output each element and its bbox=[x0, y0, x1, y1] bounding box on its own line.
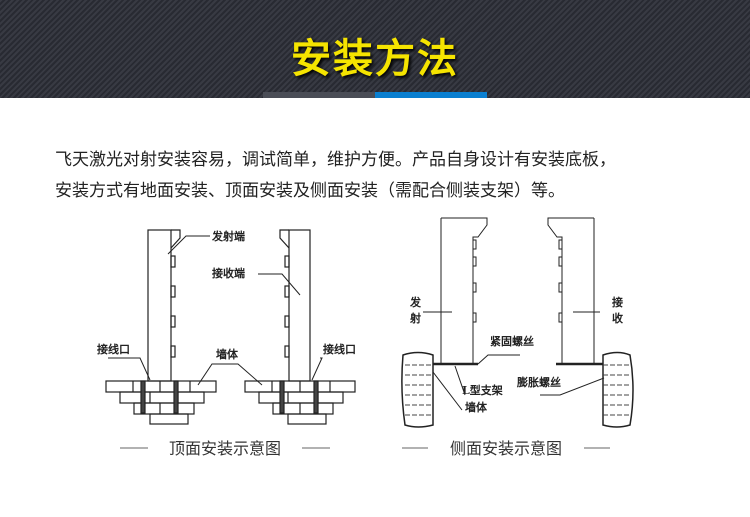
description-line-1: 飞天激光对射安装容易，调试简单，维护方便。产品自身设计有安装底板， bbox=[55, 150, 616, 170]
label-wall-side: 墙体 bbox=[465, 400, 488, 414]
label-receiver: 接收端 bbox=[212, 266, 245, 280]
label-anchor: 膨胀螺丝 bbox=[516, 375, 561, 389]
leader-lines-side bbox=[423, 311, 605, 411]
label-port-left: 接线口 bbox=[97, 342, 130, 356]
label-recv-1: 接 bbox=[612, 295, 623, 309]
emitter-unit bbox=[440, 217, 488, 364]
label-port-right: 接线口 bbox=[323, 342, 356, 356]
brick-base-left bbox=[105, 380, 217, 425]
description-line-2: 安装方式有地面安装、顶面安装及侧面安装（需配合侧装支架）等。 bbox=[55, 181, 565, 201]
caption-side-mount: 侧面安装示意图 bbox=[450, 439, 562, 458]
label-wall: 墙体 bbox=[216, 347, 239, 361]
label-emit-1: 发 bbox=[409, 295, 422, 309]
header-underline-gray bbox=[263, 92, 375, 98]
section-header: 安装方法 bbox=[0, 0, 750, 98]
leader-lines bbox=[108, 235, 323, 386]
header-underline-blue bbox=[375, 92, 487, 98]
brick-base-right bbox=[244, 380, 356, 425]
label-recv-2: 收 bbox=[612, 311, 623, 325]
caption-top-mount: 顶面安装示意图 bbox=[169, 439, 281, 458]
top-mount-diagram: 发射端 接收端 接线口 墙体 接线口 顶面安装示意图 bbox=[97, 229, 356, 458]
label-emitter: 发射端 bbox=[211, 229, 245, 243]
section-title: 安装方法 bbox=[291, 36, 459, 82]
label-bracket: L型支架 bbox=[462, 383, 503, 397]
receiver-unit bbox=[547, 217, 595, 364]
emitter-pole bbox=[147, 229, 181, 382]
label-screw: 紧固螺丝 bbox=[490, 334, 534, 348]
label-emit-2: 射 bbox=[409, 311, 421, 325]
receiver-pole bbox=[279, 229, 311, 382]
brick-wall-left bbox=[401, 351, 434, 428]
description: 飞天激光对射安装容易，调试简单，维护方便。产品自身设计有安装底板， 安装方式有地… bbox=[55, 145, 735, 207]
brick-wall-right bbox=[602, 351, 634, 428]
side-mount-diagram: 发 射 接 收 紧固螺丝 L型支架 墙体 膨胀螺丝 侧面安装示意图 bbox=[401, 217, 634, 458]
